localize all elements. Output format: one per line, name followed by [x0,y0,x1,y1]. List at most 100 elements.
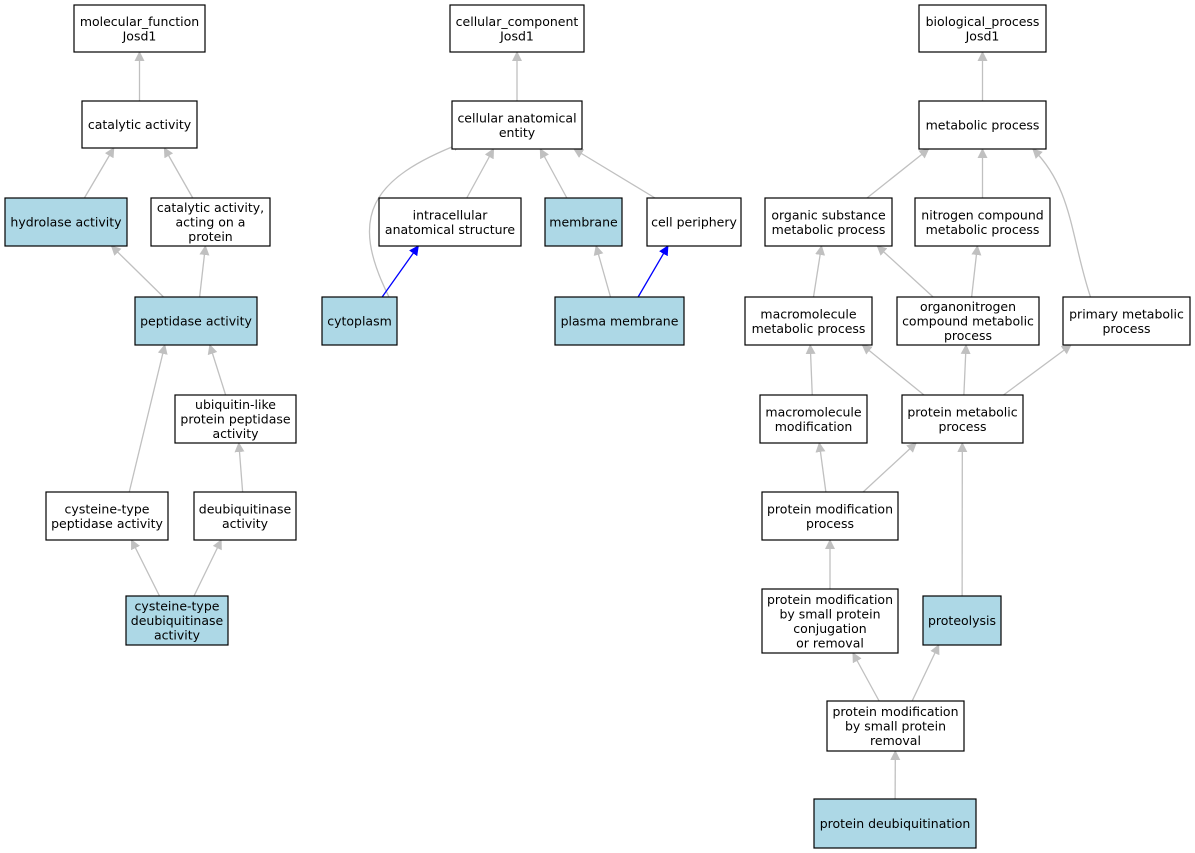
node-periphery[interactable]: cell periphery [646,197,742,247]
edge-deubiquitinase-to-ubl_peptidase [234,442,245,493]
node-box [125,595,229,646]
node-label-line: process [944,328,992,343]
node-label-line: peptidase activity [140,314,252,329]
node-box [922,595,1002,646]
node-label-line: nitrogen compound [921,207,1043,222]
edge-macromolecule_mod-to-macromolecule_met [805,344,816,396]
node-box [918,4,1047,53]
node-proteolysis[interactable]: proteolysis [922,595,1002,646]
node-label-line: or removal [796,635,864,650]
edge-plasma_membrane-to-membrane [593,245,612,298]
node-membrane[interactable]: membrane [544,197,623,247]
node-box [4,197,128,247]
node-label-line: protein peptidase [180,412,290,427]
node-label-line: activity [212,426,259,441]
node-label-line: process [938,419,986,434]
node-box [764,197,893,247]
edge-protein_mod-to-protein_met [862,442,917,493]
node-label-line: metabolic process [772,222,886,237]
node-box [1062,296,1191,346]
node-box [544,197,623,247]
node-box [451,100,583,150]
node-box [174,394,297,444]
node-label-line: ubiquitin-like [195,397,276,412]
edge-protein_met-to-organonitrogen [960,344,971,396]
edge-protein_met-to-primary_met [1003,344,1072,396]
node-label-line: biological_process [926,14,1040,29]
edge-cys_deubiquitinase-to-cys_peptidase [130,539,161,597]
node-peptidase[interactable]: peptidase activity [134,296,258,346]
node-cytoplasm[interactable]: cytoplasm [321,296,398,346]
node-hydrolase[interactable]: hydrolase activity [4,197,128,247]
node-label-line: protein modification [767,592,893,607]
node-label-line: intracellular [413,207,489,222]
node-box [449,4,585,53]
node-label-line: modification [775,419,853,434]
node-label-line: cell periphery [651,215,737,230]
node-label-line: primary metabolic [1069,306,1184,321]
node-label-line: cytoplasm [327,314,392,329]
node-deubiquitination[interactable]: protein deubiquitination [813,798,977,849]
node-plasma-membrane[interactable]: plasma membrane [554,296,685,346]
node-label-line: activity [222,516,269,531]
node-label: cell periphery [651,215,737,230]
node-box [134,296,258,346]
node-metabolic[interactable]: metabolic process [918,100,1047,150]
node-label: plasma membrane [561,314,679,329]
node-catalytic[interactable]: catalytic activity [81,100,198,149]
node-label: catalytic activity [88,117,192,132]
node-label-line: cysteine-type [65,501,150,516]
node-box [81,100,198,149]
edge-organonitrogen-to-organic_sub [876,245,934,298]
node-label-line: hydrolase activity [10,215,122,230]
node-box [321,296,398,346]
node-label-line: process [806,516,854,531]
edge-plasma_membrane-to-periphery [637,245,669,298]
node-box [73,4,206,53]
edge-organic_sub-to-metabolic [866,148,930,199]
edge-intracellular-to-anat_entity [466,148,495,199]
edge-peptidase-to-catalytic_protein [198,245,210,298]
node-label-line: protein modification [833,704,959,719]
edge-organonitrogen-to-nitrogen [970,245,982,298]
node-label-line: activity [154,628,201,643]
node-label-line: metabolic process [926,118,1040,133]
node-label-line: Josd1 [499,28,534,43]
node-label-line: cysteine-type [135,599,220,614]
node-label: metabolic process [926,118,1040,133]
node-label-line: by small protein [779,606,880,621]
node-label-line: organic substance [771,207,886,222]
node-box [646,197,742,247]
node-label-line: deubiquitinase [199,501,292,516]
edge-protein_mod_removal-to-protein_mod_small [852,652,880,702]
